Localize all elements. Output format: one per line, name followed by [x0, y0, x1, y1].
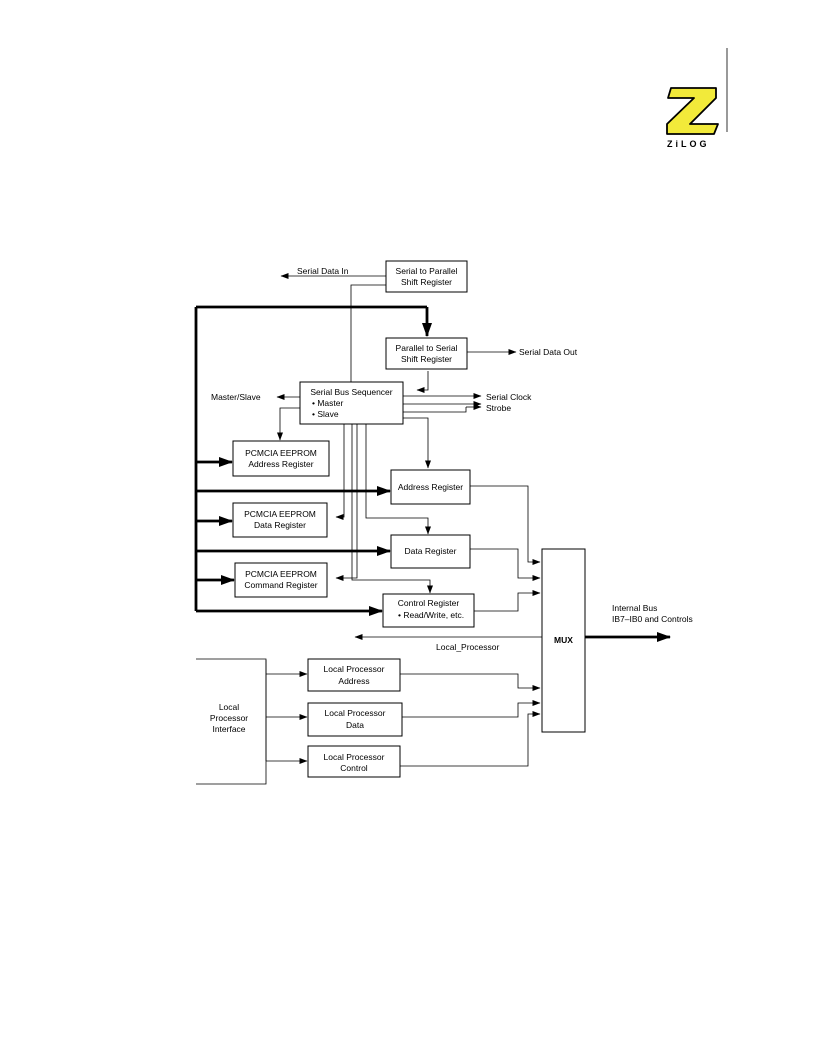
- block-serial-to-parallel: Serial to Parallel Shift Register: [385, 260, 468, 293]
- svg-text:Address Register: Address Register: [398, 482, 463, 492]
- block-parallel-to-serial: Parallel to Serial Shift Register: [385, 337, 468, 370]
- svg-text:Shift Register: Shift Register: [401, 354, 452, 364]
- block-data-register: Data Register: [390, 534, 471, 569]
- label-internal-bus-detail: IB7–IB0 and Controls: [612, 614, 693, 624]
- svg-text:Parallel to Serial: Parallel to Serial: [396, 343, 458, 353]
- svg-text:Shift Register: Shift Register: [401, 277, 452, 287]
- svg-text:Local: Local: [219, 702, 239, 712]
- svg-text:Control: Control: [340, 763, 368, 773]
- label-serial-clock: Serial Clock: [486, 392, 532, 402]
- svg-text:PCMCIA EEPROM: PCMCIA EEPROM: [245, 448, 317, 458]
- block-mux: MUX: [541, 548, 586, 733]
- svg-text:• Slave: • Slave: [312, 409, 339, 419]
- block-address-register: Address Register: [390, 469, 471, 505]
- svg-text:Data Register: Data Register: [254, 520, 306, 530]
- svg-text:Interface: Interface: [212, 724, 245, 734]
- svg-text:Address Register: Address Register: [248, 459, 313, 469]
- svg-text:MUX: MUX: [554, 635, 573, 645]
- svg-text:PCMCIA EEPROM: PCMCIA EEPROM: [244, 509, 316, 519]
- svg-text:Address: Address: [338, 676, 369, 686]
- block-serial-bus-sequencer: Serial Bus Sequencer • Master • Slave: [299, 381, 404, 425]
- label-serial-data-out: Serial Data Out: [519, 347, 578, 357]
- svg-text:Command Register: Command Register: [244, 580, 317, 590]
- svg-text:PCMCIA EEPROM: PCMCIA EEPROM: [245, 569, 317, 579]
- label-local-processor: Local_Processor: [436, 642, 499, 652]
- svg-text:Data Register: Data Register: [405, 546, 457, 556]
- bus-lines: [194, 305, 671, 642]
- signal-labels: Serial Data In Serial Data Out Master/Sl…: [211, 266, 693, 652]
- label-internal-bus: Internal Bus: [612, 603, 657, 613]
- svg-text:• Master: • Master: [312, 398, 343, 408]
- block-local-processor-interface: Local Processor Interface: [196, 658, 267, 785]
- zilog-logo: ZiLOG: [666, 48, 728, 149]
- svg-text:Serial to Parallel: Serial to Parallel: [396, 266, 458, 276]
- svg-text:Local Processor: Local Processor: [324, 752, 385, 762]
- svg-text:Local Processor: Local Processor: [325, 708, 386, 718]
- block-eeprom-command-register: PCMCIA EEPROM Command Register: [234, 562, 328, 598]
- svg-text:Data: Data: [346, 720, 364, 730]
- zilog-z-mark: [666, 87, 719, 135]
- label-strobe: Strobe: [486, 403, 511, 413]
- svg-text:• Read/Write, etc.: • Read/Write, etc.: [398, 610, 464, 620]
- block-control-register: Control Register • Read/Write, etc.: [382, 593, 475, 628]
- svg-text:Serial Bus Sequencer: Serial Bus Sequencer: [310, 387, 392, 397]
- block-eeprom-address-register: PCMCIA EEPROM Address Register: [232, 440, 330, 477]
- svg-text:Processor: Processor: [210, 713, 248, 723]
- block-local-processor-data: Local Processor Data: [307, 702, 403, 737]
- svg-text:Local Processor: Local Processor: [324, 664, 385, 674]
- label-master-slave: Master/Slave: [211, 392, 261, 402]
- block-local-processor-control: Local Processor Control: [307, 745, 401, 778]
- zilog-wordmark: ZiLOG: [667, 139, 710, 149]
- block-eeprom-data-register: PCMCIA EEPROM Data Register: [232, 502, 328, 538]
- block-local-processor-address: Local Processor Address: [307, 658, 401, 692]
- svg-text:Control Register: Control Register: [398, 598, 460, 608]
- label-serial-data-in: Serial Data In: [297, 266, 349, 276]
